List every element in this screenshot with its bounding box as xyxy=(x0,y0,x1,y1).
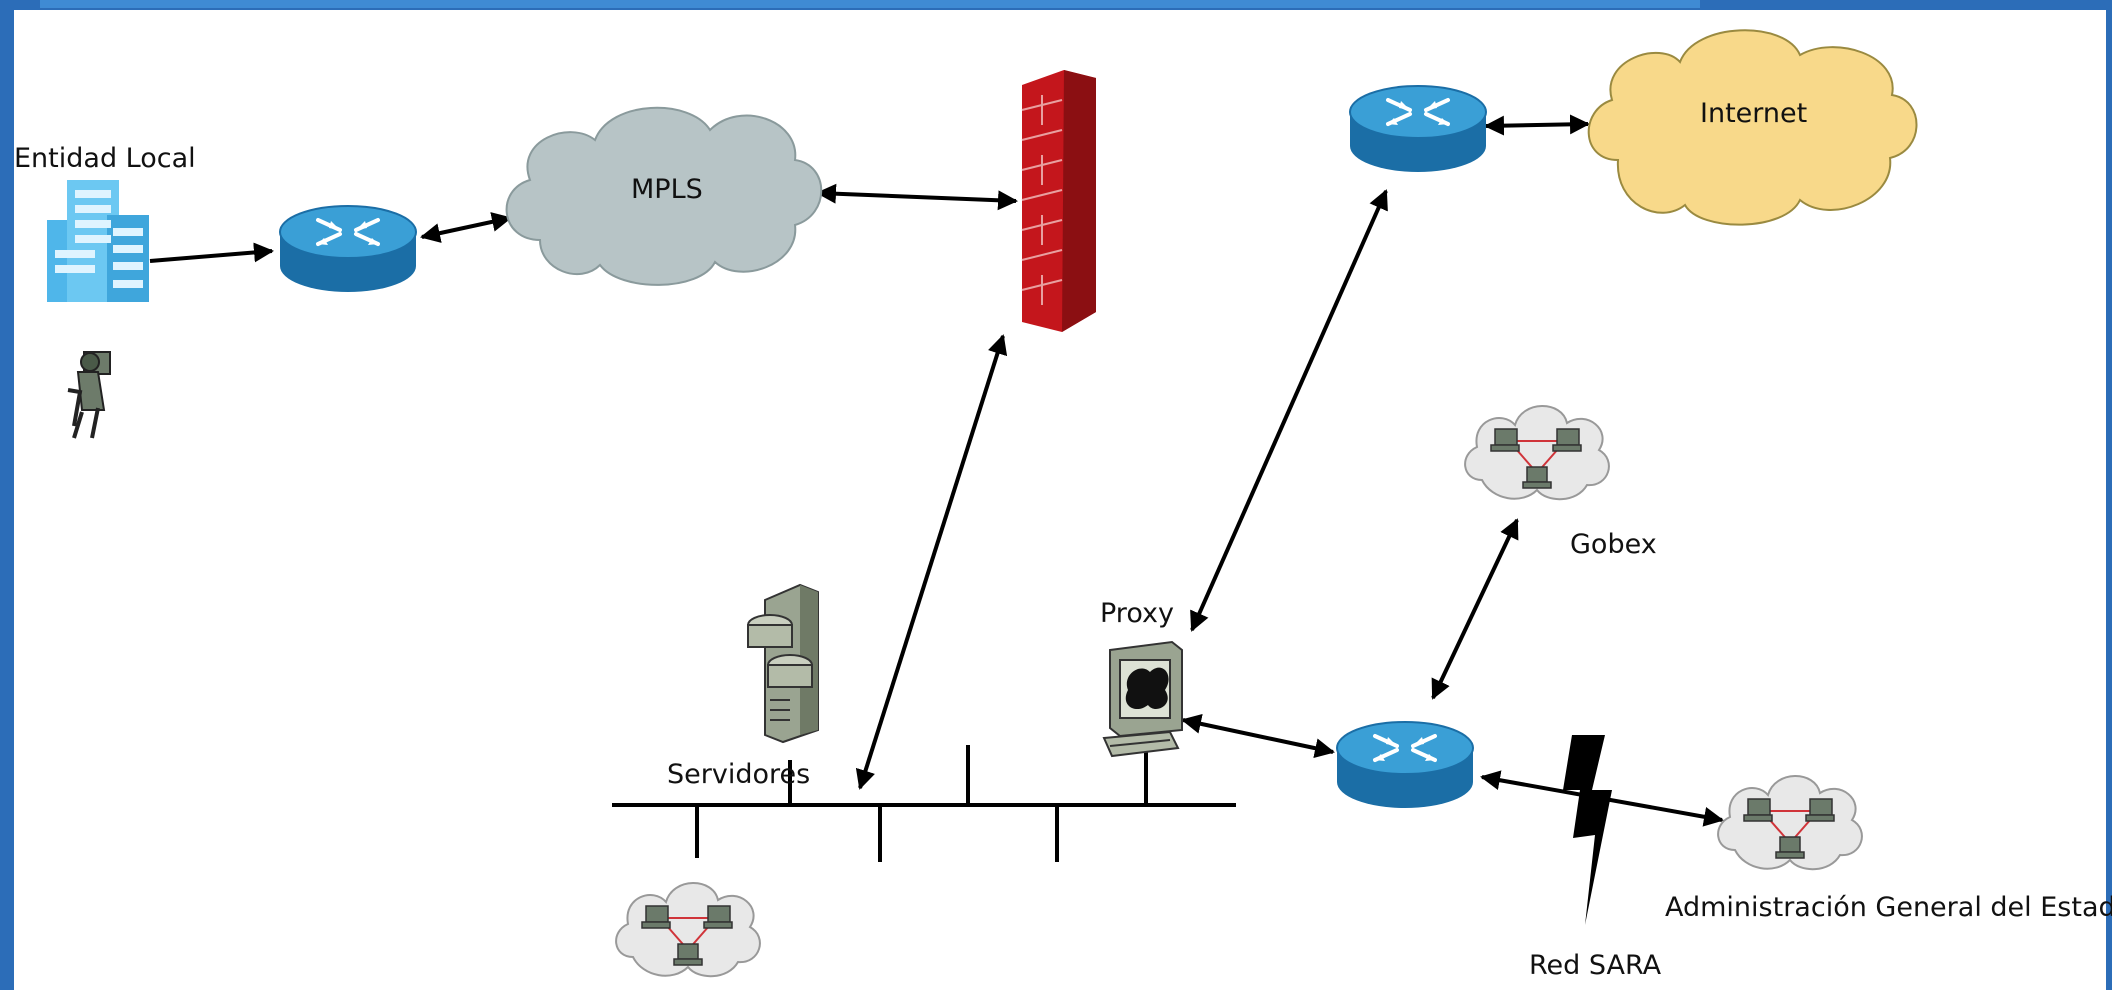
router-icon xyxy=(278,204,418,294)
label-servidores: Servidores xyxy=(667,759,810,790)
link-entidad-router xyxy=(149,242,274,263)
server-icon xyxy=(747,583,819,744)
building-icon xyxy=(47,180,149,302)
router-icon xyxy=(1348,84,1488,174)
link-router-mpls xyxy=(420,212,512,243)
link-firewall-lan xyxy=(855,334,1008,790)
link-mpls-firewall xyxy=(816,183,1018,211)
label-gobex: Gobex xyxy=(1570,529,1657,560)
proxy-computer-icon xyxy=(1102,640,1183,758)
label-red-sara: Red SARA xyxy=(1529,950,1662,981)
link-gobex-router xyxy=(1431,518,1519,700)
lan-bus xyxy=(612,745,1236,862)
link-proxy-router xyxy=(1181,713,1335,759)
firewall-icon xyxy=(1021,70,1096,332)
router-icon xyxy=(1335,720,1475,810)
link-router-proxy xyxy=(1190,189,1388,632)
label-administracion-general-del-estado: Administración General del Estado xyxy=(1665,892,2112,923)
label-proxy: Proxy xyxy=(1100,598,1174,629)
link-router-internet xyxy=(1484,114,1590,136)
label-internet: Internet xyxy=(1700,98,1807,129)
mpls-cloud-icon xyxy=(505,106,823,286)
lightning-bolt-icon xyxy=(1563,735,1612,925)
user-at-computer-icon xyxy=(67,351,111,439)
label-mpls: MPLS xyxy=(631,174,703,205)
label-entidad-local: Entidad Local xyxy=(14,143,196,174)
connections xyxy=(149,114,1724,827)
internet-cloud-icon xyxy=(1587,29,1918,226)
